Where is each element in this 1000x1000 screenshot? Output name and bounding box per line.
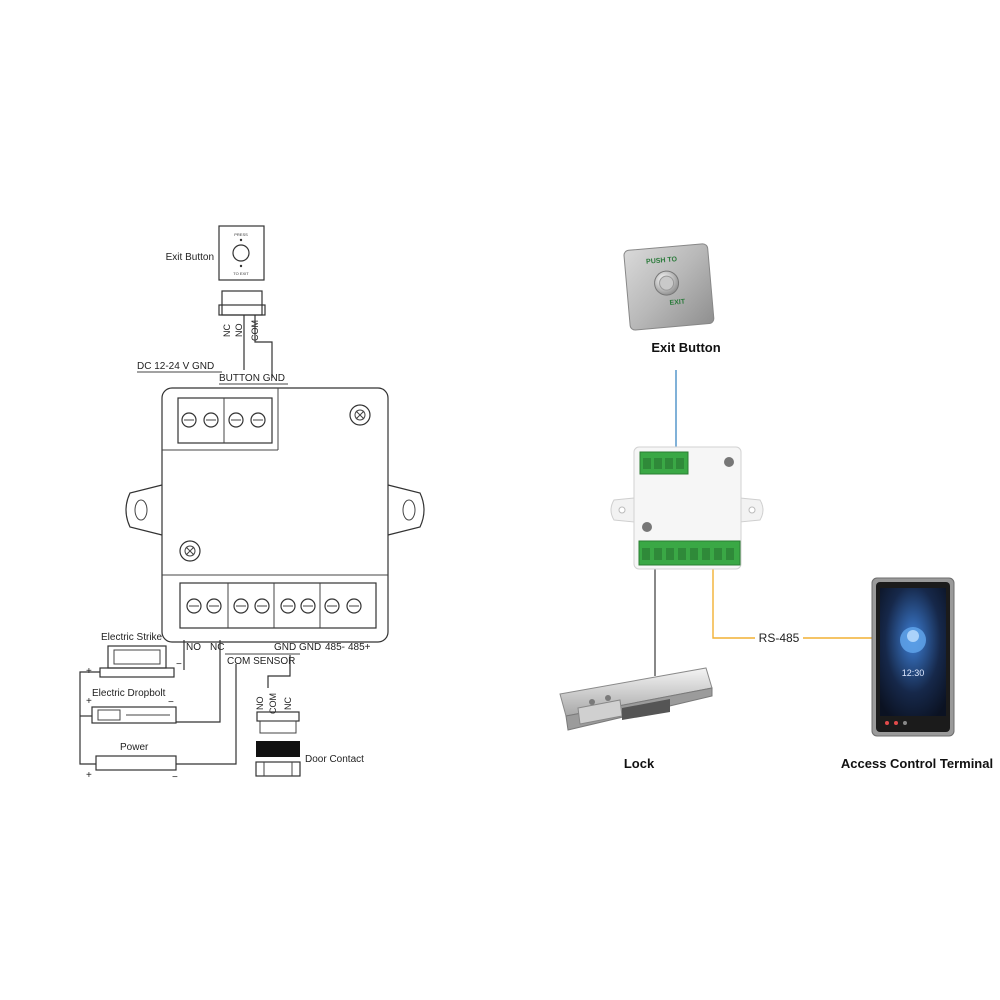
- exit-button-face-exit: EXIT: [669, 299, 686, 307]
- access-control-terminal-photo: 12:30: [871, 577, 955, 737]
- rs485-label: RS-485: [759, 631, 800, 645]
- exit-button-face-top: PRESS: [234, 232, 248, 237]
- lock-label: Lock: [624, 756, 655, 771]
- electric-strike-label: Electric Strike: [101, 632, 163, 643]
- left-schematic: Exit Button PRESS TO EXIT NC NO COM DC 1…: [79, 225, 425, 783]
- terminal-gnd-label: GND GND: [274, 642, 321, 653]
- lock-photo: [559, 667, 713, 731]
- exit-button-label: Exit Button: [166, 252, 214, 263]
- controller-photo: [610, 446, 764, 570]
- terminal-nc-label: NC: [210, 642, 224, 653]
- electric-strike-drawing: Electric Strike + −: [86, 632, 182, 678]
- exit-terminal-nc: NC: [222, 324, 232, 337]
- exit-button-photo-label: Exit Button: [651, 340, 720, 355]
- wire-rs485: [712, 568, 878, 639]
- terminal-485-plus-label: 485+: [348, 642, 371, 653]
- dropbolt-plus: +: [86, 696, 92, 707]
- exit-button-face-push: PUSH TO: [646, 256, 678, 266]
- power-terminal-label: DC 12-24 V GND: [137, 361, 214, 372]
- terminal-485-minus-label: 485-: [325, 642, 345, 653]
- door-contact-drawing: NO COM NC Door Contact: [255, 693, 364, 777]
- exit-button-drawing: Exit Button PRESS TO EXIT NC NO COM: [166, 225, 266, 341]
- controller-drawing: [125, 387, 425, 643]
- strike-minus: −: [176, 659, 182, 670]
- exit-button-face-bottom: TO EXIT: [233, 271, 249, 276]
- door-terminal-no: NO: [255, 697, 265, 711]
- dropbolt-minus: −: [168, 697, 174, 708]
- access-control-terminal-label: Access Control Terminal: [841, 756, 993, 771]
- right-photo-diagram: PUSH TO EXIT Exit Button: [559, 243, 993, 771]
- exit-button-photo: PUSH TO EXIT: [623, 243, 715, 331]
- power-minus: −: [172, 772, 178, 783]
- power-label: Power: [120, 742, 149, 753]
- electric-dropbolt-drawing: Electric Dropbolt + −: [86, 688, 177, 724]
- terminal-no-label: NO: [186, 642, 201, 653]
- door-contact-label: Door Contact: [305, 754, 364, 765]
- terminal-screen-time: 12:30: [902, 668, 925, 678]
- door-terminal-nc: NC: [283, 697, 293, 710]
- door-terminal-com: COM: [268, 693, 278, 714]
- button-terminal-label: BUTTON GND: [219, 373, 285, 384]
- power-plus: +: [86, 770, 92, 781]
- electric-dropbolt-label: Electric Dropbolt: [92, 688, 166, 699]
- exit-terminal-no: NO: [234, 324, 244, 338]
- com-sensor-label: COM SENSOR: [227, 656, 295, 667]
- power-drawing: Power + −: [86, 742, 178, 783]
